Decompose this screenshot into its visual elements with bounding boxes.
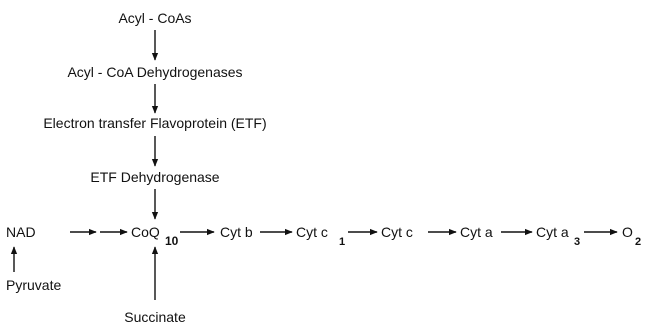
cyt-b-label: Cyt b xyxy=(220,224,253,240)
svg-text:O: O xyxy=(622,224,633,240)
o2-label: O 2 xyxy=(622,224,641,248)
pyruvate-label: Pyruvate xyxy=(6,277,61,293)
coq10-label: CoQ 10 xyxy=(131,224,179,248)
svg-text:3: 3 xyxy=(574,236,580,248)
cyt-a3-label: Cyt a 3 xyxy=(536,224,580,248)
acyl-coas-label: Acyl - CoAs xyxy=(118,10,191,26)
cyt-a-label: Cyt a xyxy=(460,224,493,240)
svg-text:10: 10 xyxy=(165,234,179,248)
etf-dehydrogenase-label: ETF Dehydrogenase xyxy=(90,169,219,185)
nad-label: NAD xyxy=(6,224,36,240)
etf-label: Electron transfer Flavoprotein (ETF) xyxy=(43,115,266,131)
svg-text:2: 2 xyxy=(635,236,641,248)
acyl-coa-dehydrogenases-label: Acyl - CoA Dehydrogenases xyxy=(67,64,242,80)
svg-text:CoQ: CoQ xyxy=(131,224,160,240)
cyt-c1-label: Cyt c 1 xyxy=(296,224,345,248)
succinate-label: Succinate xyxy=(124,309,186,325)
cyt-c-label: Cyt c xyxy=(381,224,413,240)
svg-text:Cyt c: Cyt c xyxy=(296,224,328,240)
svg-text:1: 1 xyxy=(339,236,345,248)
svg-text:Cyt a: Cyt a xyxy=(536,224,569,240)
